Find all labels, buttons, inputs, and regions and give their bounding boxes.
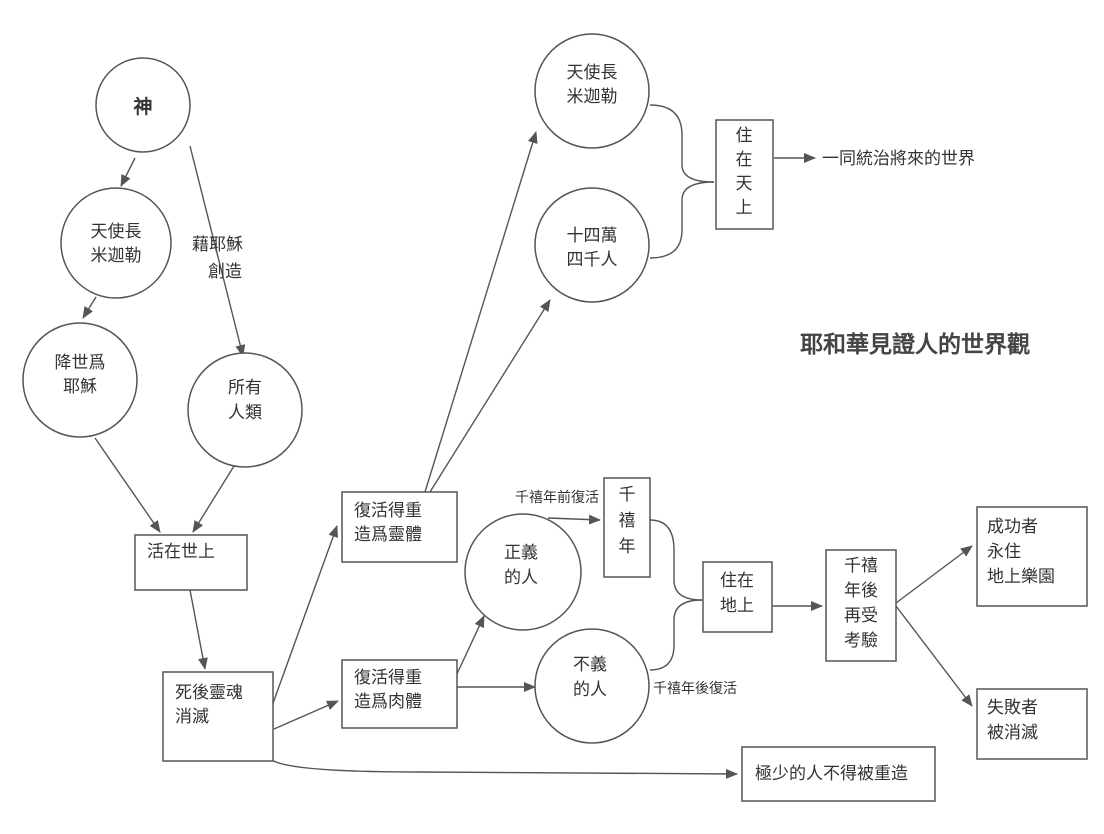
node-death-line1: 死後靈魂 <box>175 683 243 703</box>
edge-flesh-righteous <box>455 615 485 677</box>
bracket-earth-lower <box>649 599 703 671</box>
node-spirit-body-line1: 復活得重 <box>354 501 422 521</box>
edges <box>82 104 973 779</box>
bracket-heaven <box>649 104 715 183</box>
node-heaven-char3: 天 <box>736 174 753 194</box>
node-earth-line2: 地上 <box>720 596 754 616</box>
node-death-line2: 消滅 <box>175 707 209 727</box>
node-michael-top-line1: 天使長 <box>567 62 618 83</box>
bracket-heaven-lower <box>649 181 715 259</box>
node-spirit-body: 復活得重 造爲靈體 <box>341 491 458 563</box>
edge-god-michael <box>120 157 136 187</box>
node-michael-left: 天使長 米迦勒 <box>60 187 172 299</box>
edge-death-notrecreated <box>271 759 738 779</box>
node-mankind-line1: 所有 <box>228 378 262 398</box>
edge-spirit-144000 <box>429 299 551 493</box>
node-failure-line2: 被消滅 <box>987 723 1038 743</box>
node-michael-top: 天使長 米迦勒 <box>534 33 650 149</box>
node-test-line1: 千禧 <box>844 556 878 576</box>
node-success-line1: 成功者 <box>987 517 1038 537</box>
edge-death-flesh <box>273 700 339 730</box>
edge-death-spirit <box>271 525 338 707</box>
node-not-recreated: 極少的人不得被重造 <box>741 746 936 802</box>
node-millennium-char3: 年 <box>619 537 636 557</box>
node-test-line3: 再受 <box>844 606 878 626</box>
edge-test-success <box>895 545 973 604</box>
node-unrighteous-line2: 的人 <box>573 680 607 700</box>
bracket-earth <box>649 519 703 601</box>
node-flesh-body: 復活得重 造爲肉體 <box>341 659 458 729</box>
node-righteous: 正義 的人 <box>464 513 582 631</box>
edge-righteous-millennium <box>547 514 601 525</box>
node-heaven-char2: 在 <box>736 150 753 170</box>
node-living-label: 活在世上 <box>147 542 215 562</box>
node-jesus-line1: 降世爲 <box>55 353 106 373</box>
node-righteous-line1: 正義 <box>504 543 538 563</box>
diagram-title: 耶和華見證人的世界觀 <box>800 331 1030 358</box>
node-spirit-body-line2: 造爲靈體 <box>354 525 422 545</box>
node-mankind-line2: 人類 <box>228 403 262 423</box>
node-millennium-char2: 禧 <box>619 511 636 531</box>
edge-mankind-living <box>192 465 235 533</box>
node-mankind: 所有 人類 <box>187 352 303 468</box>
node-living: 活在世上 <box>134 534 248 591</box>
node-failure: 失敗者 被消滅 <box>976 688 1088 760</box>
node-earth: 住在 地上 <box>702 561 773 633</box>
node-flesh-body-line1: 復活得重 <box>354 668 422 688</box>
node-144000-line2: 四千人 <box>567 250 618 270</box>
node-earth-line1: 住在 <box>720 571 754 591</box>
node-millennium-char1: 千 <box>619 485 636 505</box>
node-144000-line1: 十四萬 <box>567 226 618 246</box>
node-god: 神 <box>95 57 191 153</box>
node-success-line3: 地上樂園 <box>987 567 1055 587</box>
node-unrighteous: 不義 的人 <box>534 628 650 744</box>
node-michael-left-line1: 天使長 <box>91 221 142 242</box>
node-heaven-char1: 住 <box>736 126 753 146</box>
edge-living-death <box>189 589 208 670</box>
node-jesus-line2: 耶穌 <box>63 377 97 397</box>
edge-jesus-living <box>94 437 161 533</box>
node-unrighteous-line1: 不義 <box>573 655 607 675</box>
edge-spirit-michael <box>424 131 538 493</box>
node-flesh-body-line2: 造爲肉體 <box>354 692 422 712</box>
edge-michael-jesus <box>82 296 97 319</box>
node-heaven-char4: 上 <box>736 198 753 218</box>
node-righteous-line2: 的人 <box>504 568 538 588</box>
edge-test-failure <box>895 605 973 707</box>
edge-label-after-millennium: 千禧年後復活 <box>653 680 737 697</box>
node-success: 成功者 永住 地上樂園 <box>976 506 1088 607</box>
node-death: 死後靈魂 消滅 <box>162 671 274 762</box>
node-millennium: 千 禧 年 <box>603 477 651 578</box>
edge-label-via-jesus-2: 創造 <box>208 262 242 282</box>
node-god-label: 神 <box>133 95 152 118</box>
node-test-line2: 年後 <box>844 581 878 601</box>
node-rule-label: 一同統治將來的世界 <box>822 149 975 169</box>
node-heaven: 住 在 天 上 <box>715 119 774 230</box>
node-not-recreated-label: 極少的人不得被重造 <box>755 764 908 784</box>
edge-label-before-millennium: 千禧年前復活 <box>515 489 599 506</box>
node-144000: 十四萬 四千人 <box>534 187 650 303</box>
node-jesus: 降世爲 耶穌 <box>22 322 138 438</box>
node-test-line4: 考驗 <box>844 631 878 651</box>
node-test: 千禧 年後 再受 考驗 <box>825 549 897 662</box>
node-michael-left-line2: 米迦勒 <box>91 246 142 266</box>
node-michael-top-line2: 米迦勒 <box>567 87 618 107</box>
node-success-line2: 永住 <box>987 542 1021 562</box>
node-failure-line1: 失敗者 <box>987 698 1038 718</box>
edge-god-mankind <box>189 145 246 357</box>
edge-label-via-jesus-1: 藉耶穌 <box>192 235 243 255</box>
